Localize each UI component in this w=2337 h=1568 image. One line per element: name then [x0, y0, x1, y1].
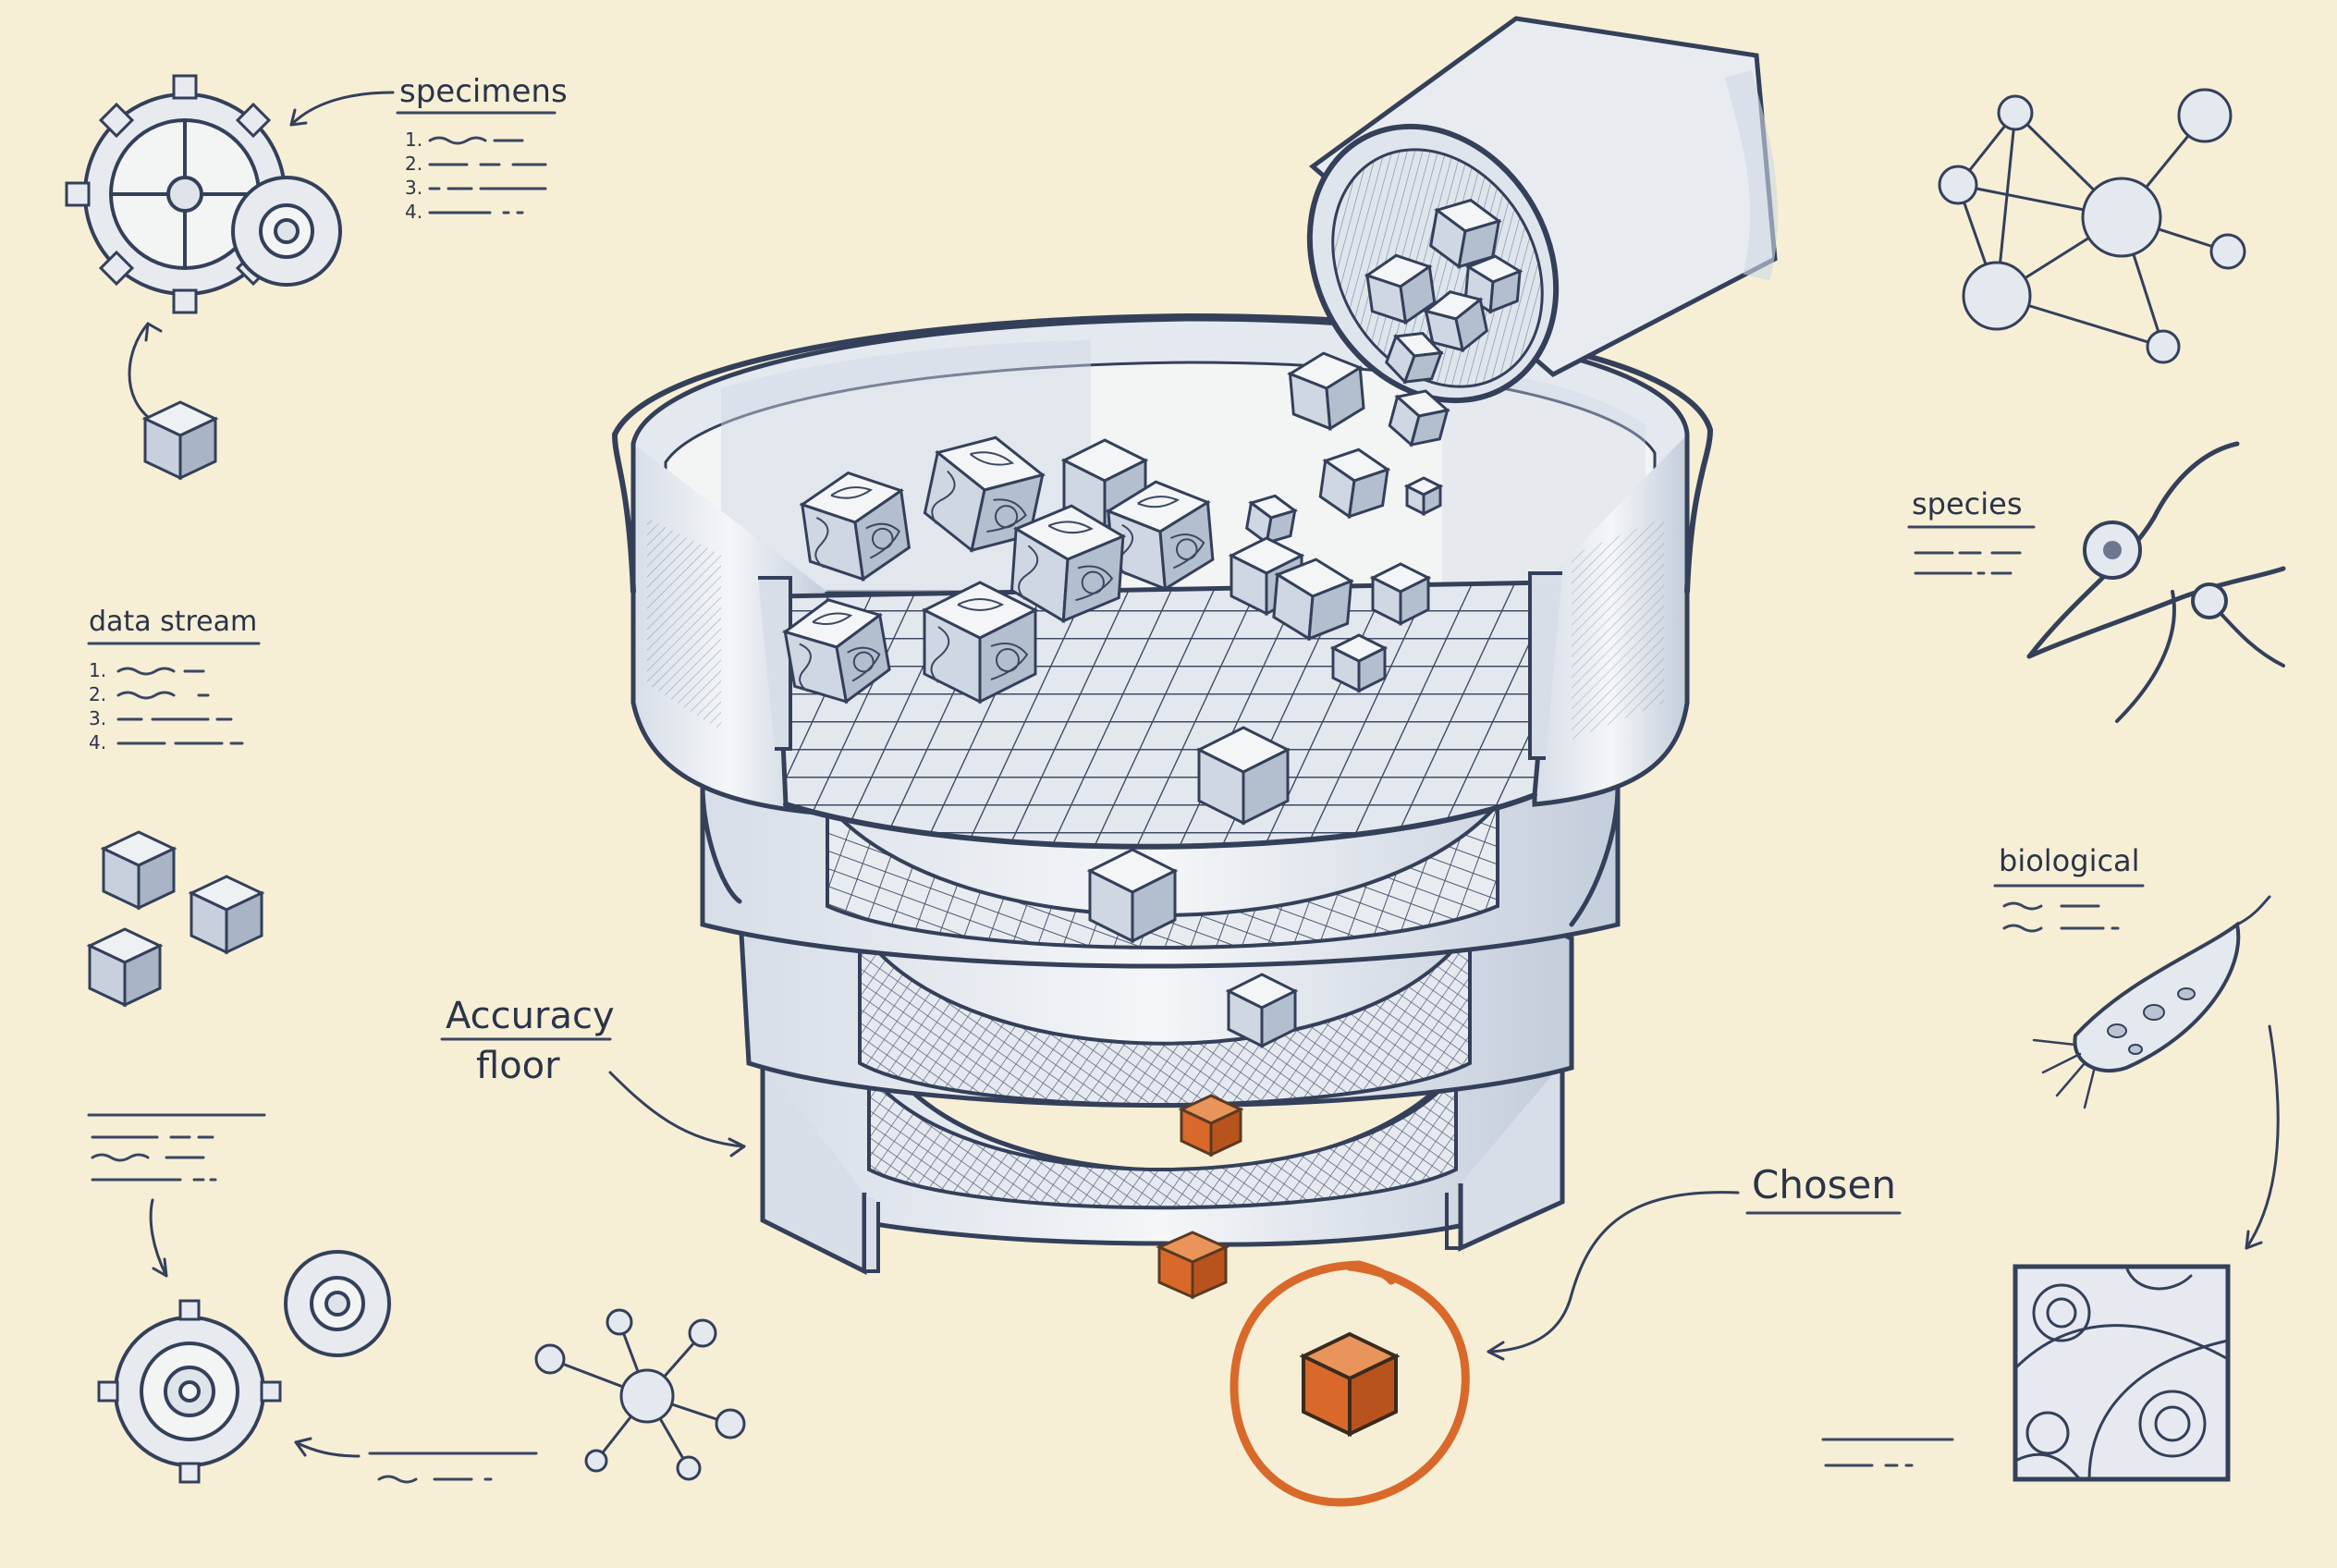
- falling-cube: [1364, 253, 1437, 325]
- pouring-tube: [1306, 16, 1779, 404]
- orange-cube-in-sieve: [1178, 1094, 1244, 1158]
- label-data-stream: data stream: [89, 606, 257, 638]
- svg-text:2.: 2.: [405, 153, 422, 175]
- svg-text:1.: 1.: [405, 129, 422, 151]
- falling-cube: [1423, 290, 1489, 353]
- svg-text:1.: 1.: [89, 659, 106, 681]
- arrow-to-specimens: [289, 91, 395, 127]
- falling-cube: [1388, 389, 1450, 447]
- notes-bottom-left: [87, 1113, 266, 1182]
- data-stream-list: 1. 2. 3. 4.: [89, 659, 244, 753]
- ornate-cube: [1329, 633, 1389, 693]
- ornate-cube: [1105, 480, 1215, 592]
- microorganism-icon: [2032, 895, 2271, 1109]
- ornate-cube: [1225, 973, 1299, 1048]
- ornate-cube: [1195, 726, 1291, 826]
- falling-cube: [1287, 351, 1365, 432]
- neuron-cell-icon: [2026, 441, 2286, 723]
- ornate-cube: [799, 471, 911, 582]
- label-specimens: specimens: [399, 73, 568, 110]
- svg-text:3.: 3.: [89, 707, 106, 729]
- falling-cube: [1318, 447, 1391, 520]
- chosen-highlight: [1230, 1260, 1470, 1507]
- svg-text:4.: 4.: [89, 731, 106, 753]
- ornate-cube: [1369, 562, 1432, 626]
- falling-cube: [1429, 198, 1502, 270]
- molecule-icon-bottom: [534, 1308, 746, 1481]
- label-accuracy-line2: floor: [476, 1045, 560, 1087]
- ornate-cube: [1272, 557, 1354, 642]
- ornate-cubes: [781, 435, 1432, 1048]
- orange-cube-falling: [1156, 1231, 1230, 1300]
- label-species: species: [1912, 486, 2023, 521]
- gears-icon-bottom: [97, 1250, 391, 1484]
- falling-cubes: [1245, 198, 1523, 545]
- label-biological: biological: [1999, 843, 2140, 878]
- pattern-tile-icon: [2013, 1264, 2231, 1482]
- label-accuracy-line1: Accuracy: [446, 995, 615, 1037]
- label-chosen: Chosen: [1752, 1162, 1896, 1207]
- sieve-apparatus: [612, 313, 1713, 1276]
- ornate-cube: [1086, 848, 1179, 944]
- svg-text:4.: 4.: [405, 201, 422, 223]
- molecule-network-icon: [1938, 88, 2246, 364]
- falling-cube: [1385, 331, 1445, 385]
- chosen-cube: [1299, 1331, 1401, 1438]
- gears-icon: [65, 74, 342, 314]
- ornate-cube: [921, 581, 1039, 704]
- cubes-cluster-icon: [86, 830, 265, 1008]
- svg-text:3.: 3.: [405, 177, 422, 199]
- falling-cube: [1403, 476, 1444, 517]
- cube-icon: [141, 400, 219, 481]
- svg-text:2.: 2.: [89, 683, 106, 705]
- ornate-cube: [1009, 504, 1127, 624]
- ornate-cube: [781, 598, 891, 704]
- specimens-list: 1. 2. 3. 4.: [405, 129, 547, 223]
